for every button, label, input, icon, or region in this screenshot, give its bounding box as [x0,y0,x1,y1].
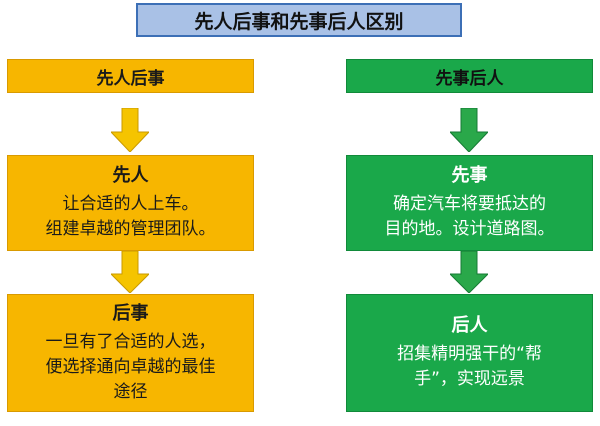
down-arrow-icon [111,251,149,293]
left-header-text: 先人后事 [96,68,165,89]
diagram-title: 先人后事和先事后人区别 [136,3,462,37]
right-card-1: 先事 确定汽车将要抵达的 目的地。设计道路图。 [346,155,593,251]
right-card-1-line: 目的地。设计道路图。 [384,219,555,239]
left-card-2: 后事 一旦有了合适的人选， 便选择通向卓越的最佳 途径 [7,294,254,412]
right-header-text: 先事后人 [435,68,504,89]
left-card-1-line: 让合适的人上车。 [62,194,199,214]
left-card-2-line: 一旦有了合适的人选， [45,331,216,352]
right-card-2-line: 手”，实现远景 [414,369,525,389]
left-card-1-title: 先人 [112,165,149,186]
right-card-1-line: 确定汽车将要抵达的 [393,194,546,214]
right-card-2-line: 招集精明强干的“帮 [397,344,542,364]
right-card-2-title: 后人 [451,315,488,336]
diagram-title-text: 先人后事和先事后人区别 [194,10,404,33]
right-card-1-title: 先事 [451,165,488,186]
left-header: 先人后事 [7,59,254,93]
left-card-1-line: 组建卓越的管理团队。 [45,219,216,239]
right-header: 先事后人 [346,59,593,93]
down-arrow-icon [111,108,149,152]
right-card-2: 后人 招集精明强干的“帮 手”，实现远景 [346,294,593,412]
down-arrow-icon [450,108,488,152]
down-arrow-icon [450,251,488,293]
left-card-2-line: 便选择通向卓越的最佳 [45,356,216,377]
left-card-2-line: 途径 [113,381,148,402]
left-card-1: 先人 让合适的人上车。 组建卓越的管理团队。 [7,155,254,251]
left-card-2-title: 后事 [112,302,149,324]
